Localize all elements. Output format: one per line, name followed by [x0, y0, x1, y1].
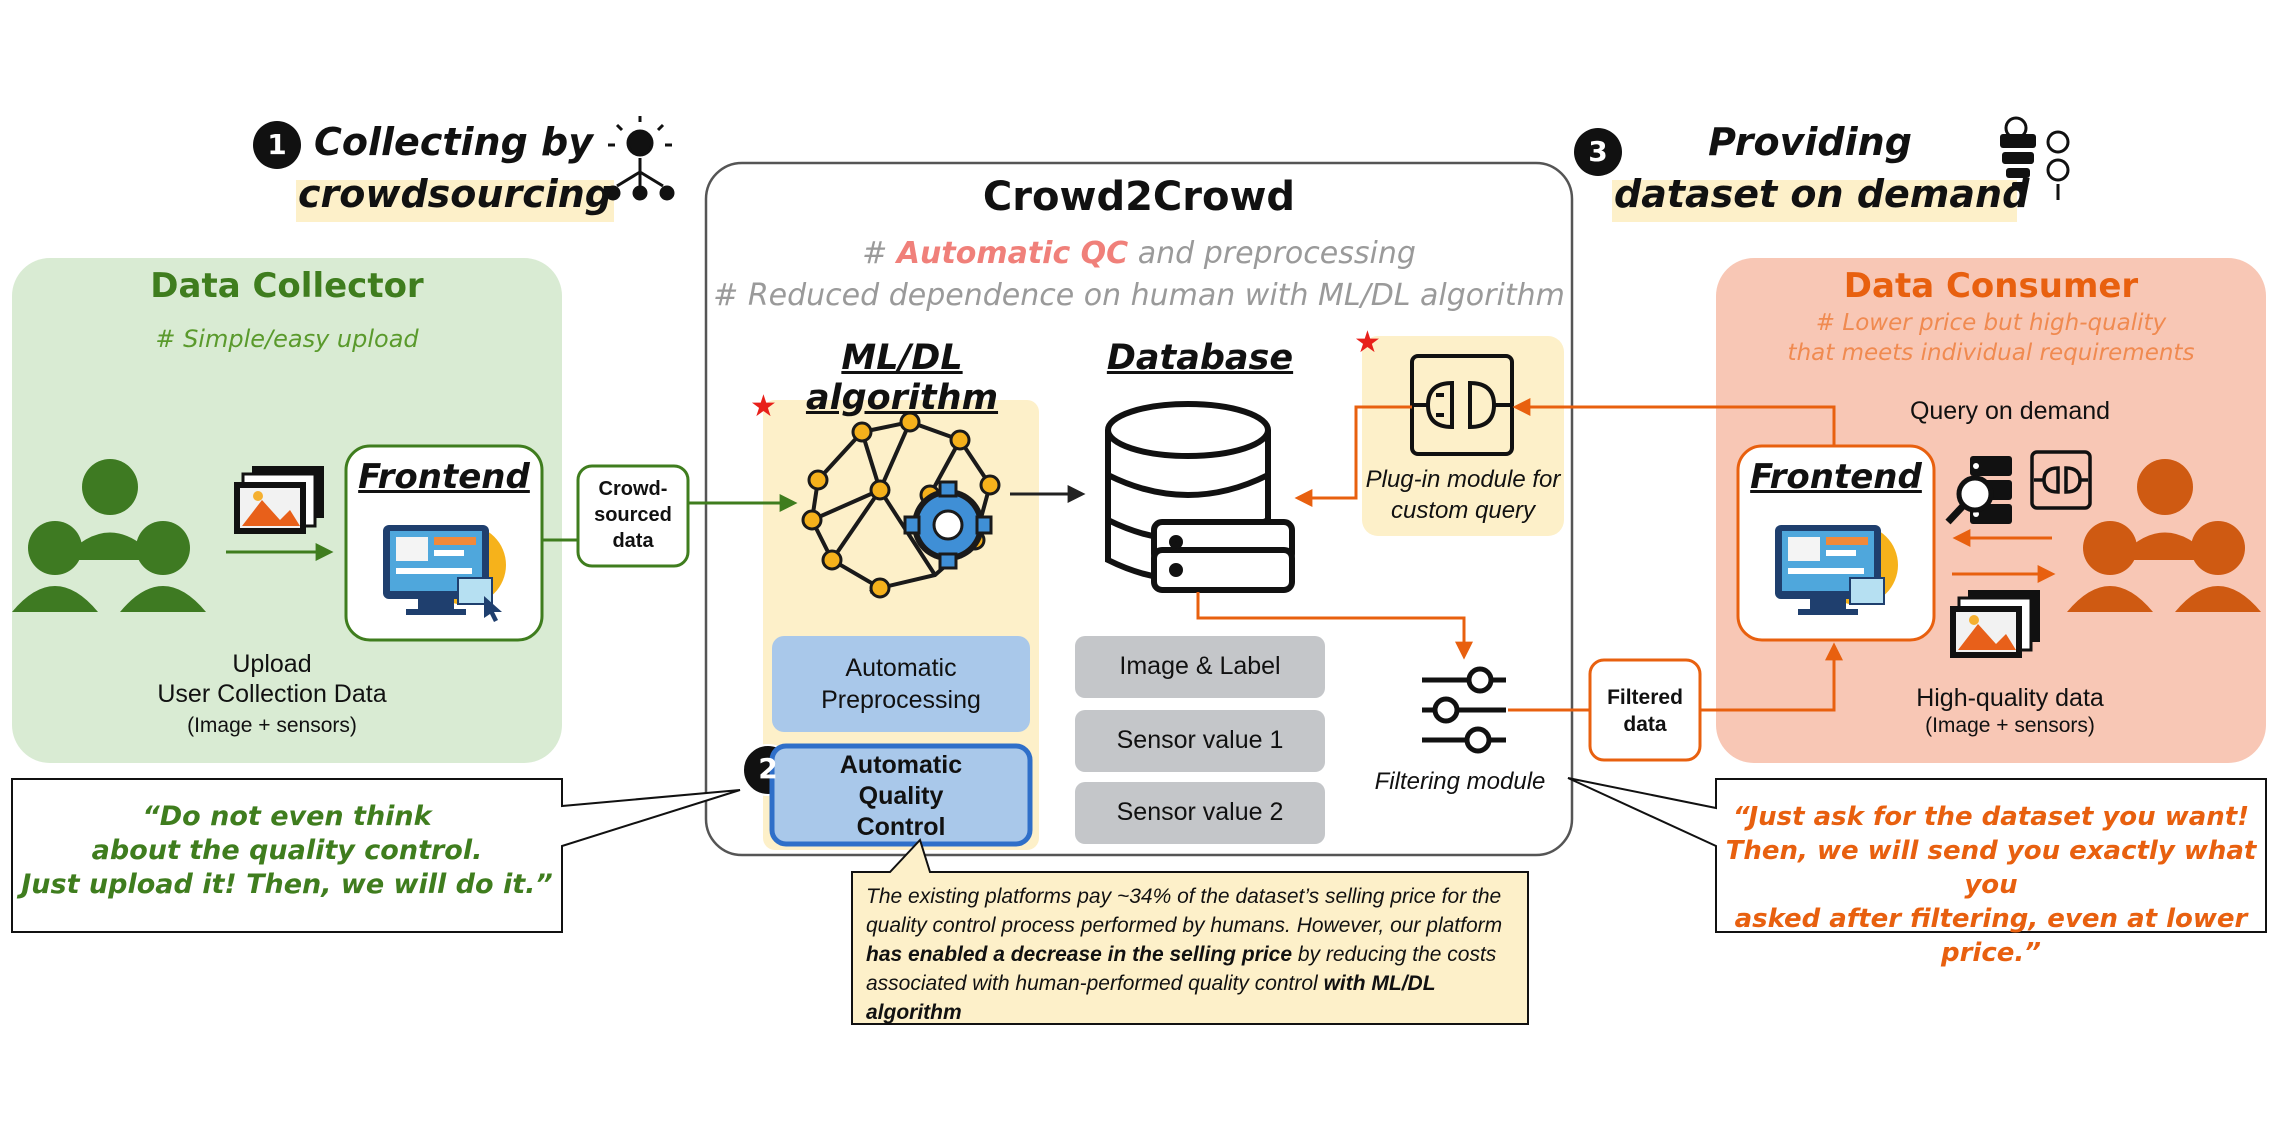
highlight-provide	[1612, 180, 2017, 222]
consumer-plug-icon	[2030, 450, 2092, 510]
step1-badge: 1	[267, 128, 287, 161]
tag1-highlight: Automatic QC	[896, 236, 1129, 271]
upload-line3: (Image + sensors)	[187, 714, 357, 737]
server-users-icon	[2000, 116, 2070, 200]
collector-quote-line1: “Do not even think	[142, 801, 432, 832]
collector-image-stack-icon	[234, 466, 324, 534]
preprocessing-block	[772, 636, 1030, 732]
consumer-frontend-label[interactable]: Frontend	[1750, 457, 1922, 497]
plugin-plug-icon	[1410, 354, 1514, 456]
collector-quote-line2: about the quality control.	[91, 835, 483, 866]
collector-frontend-label[interactable]: Frontend	[358, 457, 530, 497]
step1-title-line2: crowdsourcing	[298, 172, 613, 216]
upload-line2: User Collection Data	[157, 680, 387, 708]
db-item-image-label-text: Image & Label	[1119, 652, 1281, 680]
ml-title: ML/DL algorithm	[805, 338, 999, 418]
qc-line2: Quality	[858, 782, 944, 810]
plugin-label: Plug-in module for custom query	[1354, 464, 1572, 526]
consumer-quote-box	[1567, 777, 2267, 933]
preprocess-line1: Automatic	[845, 654, 957, 682]
db-title: Database	[1106, 338, 1294, 378]
db-item-image-label	[1075, 636, 1325, 698]
arrow-filtered-frontend	[1700, 642, 1843, 712]
qc-line3: Control	[856, 813, 946, 841]
note-part2: by reducing the costs associated with hu…	[866, 943, 1497, 995]
collector-subtitle: # Simple/easy upload	[155, 325, 419, 353]
consumer-subtitle-line2: that meets individual requirements	[1787, 340, 2195, 366]
arrow-query-plugin	[1512, 398, 1836, 446]
collector-people-icon	[12, 459, 206, 612]
platform-tag2: # Reduced dependence on human with ML/DL…	[713, 278, 1565, 313]
filtered-label: Filtered data	[1590, 684, 1700, 738]
db-item-sensor1-text: Sensor value 1	[1116, 726, 1284, 754]
note-box	[851, 838, 1529, 1025]
star-plugin: ★	[1354, 325, 1381, 360]
plugin-line1: Plug-in module for	[1365, 466, 1561, 493]
filtering-label: Filtering module	[1374, 768, 1546, 795]
tag1-suffix: and preprocessing	[1128, 236, 1416, 271]
hq-line1: High-quality data	[1916, 684, 2104, 712]
crowd-network-icon	[605, 116, 675, 201]
database-icon	[1105, 401, 1295, 593]
step2-badge: 2	[758, 752, 778, 785]
platform-title: Crowd2Crowd	[982, 174, 1296, 220]
ml-brain-gear-icon	[801, 411, 1001, 599]
note-bold2: with ML/DL algorithm	[866, 972, 1436, 1024]
step3-badge: 3	[1588, 135, 1608, 168]
consumer-quote: “Just ask for the dataset you want! Then…	[1716, 800, 2266, 970]
query-label: Query on demand	[1909, 397, 2111, 425]
crowdsourced-label: Crowd- sourced data	[578, 476, 688, 554]
db-item-sensor1	[1075, 710, 1325, 772]
preprocessing-label: Automatic Preprocessing	[772, 652, 1030, 716]
db-item-sensor2	[1075, 782, 1325, 844]
filtered-line2: data	[1623, 713, 1667, 736]
step3-badge-circle	[1574, 128, 1622, 176]
server-search-icon	[1945, 456, 2012, 525]
filtered-line1: Filtered	[1607, 686, 1683, 709]
qc-block	[769, 743, 1033, 847]
crowdsourced-line2: sourced	[594, 504, 672, 526]
collector-quote: “Do not even think about the quality con…	[12, 800, 562, 902]
consumer-subtitle: # Lower price but high-quality that meet…	[1716, 308, 2266, 368]
consumer-subtitle-line1: # Lower price but high-quality	[1815, 310, 2167, 336]
collector-quote-box	[11, 778, 741, 933]
db-item-sensor2-text: Sensor value 2	[1116, 798, 1284, 826]
preprocess-line2: Preprocessing	[821, 686, 981, 714]
platform-tag1: # Automatic QC and preprocessing	[706, 236, 1572, 271]
highlight-collect	[296, 180, 614, 222]
note-text: The existing platforms pay ~34% of the d…	[866, 882, 1514, 1027]
note-part1: The existing platforms pay ~34% of the d…	[866, 885, 1503, 937]
filter-sliders-icon	[1422, 666, 1506, 754]
star-ml: ★	[750, 389, 777, 424]
consumer-quote-line1: “Just ask for the dataset you want!	[1732, 802, 2250, 832]
arrow-db-filter	[1196, 592, 1473, 660]
consumer-monitor-icon	[1775, 525, 1898, 615]
plugin-line2: custom query	[1390, 497, 1536, 524]
qc-label: Automatic Quality Control	[772, 750, 1030, 843]
qc-line1: Automatic	[839, 751, 963, 779]
step3-title-line2: dataset on demand	[1614, 172, 2030, 216]
collector-title: Data Collector	[150, 266, 424, 306]
arrow-plugin-db	[1294, 405, 1412, 507]
crowdsourced-line3: data	[612, 530, 654, 552]
note-bold1: has enabled a decrease in the selling pr…	[866, 943, 1293, 966]
crowdsourced-line1: Crowd-	[598, 478, 668, 500]
consumer-image-stack-icon	[1950, 590, 2040, 658]
upload-line1: Upload	[232, 650, 312, 678]
consumer-quote-line3: asked after filtering, even at lower pri…	[1734, 904, 2248, 968]
consumer-quote-line2: Then, we will send you exactly what you	[1725, 836, 2257, 900]
hq-line2: (Image + sensors)	[1925, 714, 2095, 737]
step1-badge-circle	[253, 121, 301, 169]
consumer-people-icon	[2067, 459, 2261, 612]
collector-monitor-icon	[383, 525, 506, 622]
collector-quote-line3: Just upload it! Then, we will do it.”	[21, 869, 553, 900]
gear-icon	[903, 480, 993, 570]
consumer-title: Data Consumer	[1843, 266, 2139, 306]
step1-title-line1: Collecting by	[314, 120, 593, 164]
tag1-prefix: #	[862, 236, 897, 271]
step3-title-line1: Providing	[1708, 120, 1912, 164]
crowdsourced-box	[576, 464, 690, 568]
